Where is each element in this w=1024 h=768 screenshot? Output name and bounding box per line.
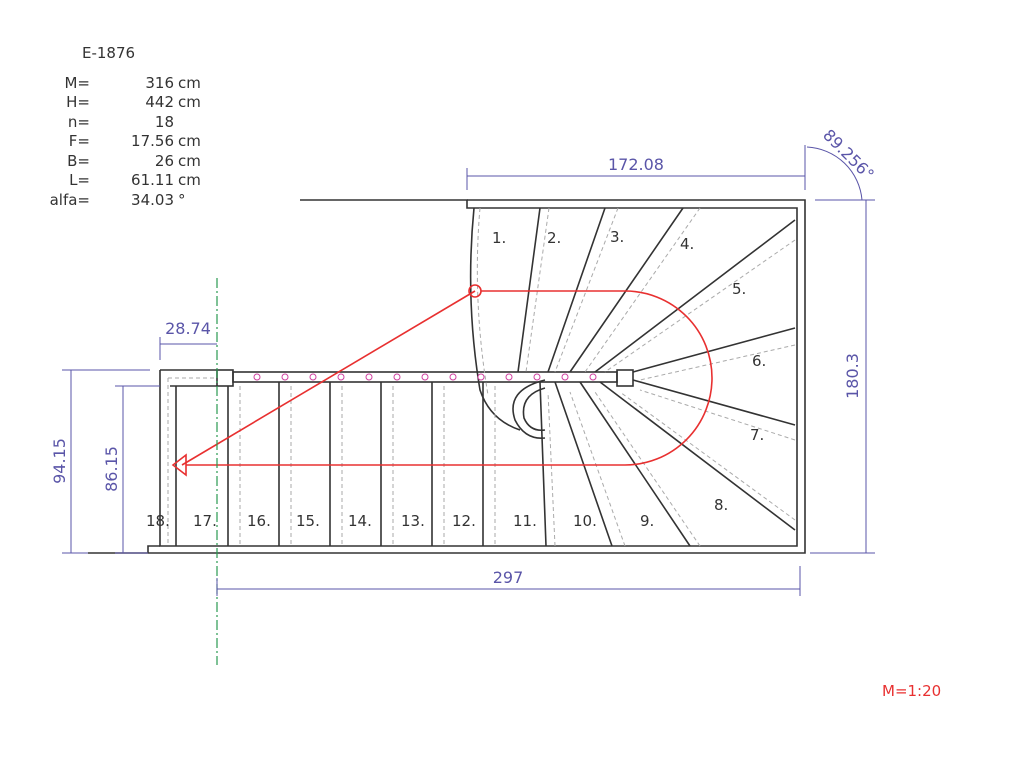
param-key: H=: [66, 93, 90, 111]
scale-label: M=1:20: [882, 682, 942, 700]
post-corner: [616, 369, 634, 387]
balusters: [253, 373, 597, 381]
step-number: 8.: [714, 496, 728, 514]
walkline: [171, 284, 713, 477]
param-unit: cm: [178, 73, 201, 92]
step-number: 11.: [513, 512, 537, 530]
param-unit: cm: [178, 171, 201, 189]
param-value: 316: [145, 73, 174, 92]
param-value: 17.56: [131, 132, 174, 150]
dim-bottom: 297: [493, 568, 524, 587]
baluster: [505, 373, 513, 381]
step-number: 15.: [296, 512, 320, 530]
post-start: [216, 369, 234, 387]
step-number: 5.: [732, 280, 746, 298]
param-key: alfa=: [49, 190, 90, 209]
step-number: 2.: [547, 229, 561, 247]
step-number: 7.: [750, 426, 764, 444]
hidden-lines: [167, 207, 796, 547]
step-number: 18.: [146, 512, 170, 530]
dimension-lines: [62, 145, 875, 596]
step-number: 10.: [573, 512, 597, 530]
baluster: [253, 373, 261, 381]
step-number: 4.: [680, 235, 694, 253]
dim-right: 180.3: [843, 353, 862, 399]
param-unit: cm: [178, 93, 201, 111]
param-unit: °: [178, 190, 186, 209]
baluster: [449, 373, 457, 381]
baluster: [281, 373, 289, 381]
param-unit: cm: [178, 151, 201, 170]
first-step-curve: [469, 207, 521, 431]
param-value: 34.03: [131, 190, 174, 209]
param-row: n= 18: [30, 113, 201, 133]
baluster: [393, 373, 401, 381]
baluster: [533, 373, 541, 381]
step-number: 14.: [348, 512, 372, 530]
param-unit: cm: [178, 132, 201, 150]
param-key: n=: [67, 112, 90, 131]
param-key: F=: [68, 132, 90, 150]
dim-left-inner: 86.15: [102, 446, 121, 492]
dim-left-outer: 94.15: [50, 438, 69, 484]
param-key: M=: [64, 73, 90, 92]
param-row: alfa= 34.03°: [30, 191, 201, 211]
step-number: 17.: [193, 512, 217, 530]
wall-inner: [159, 199, 798, 547]
step-number: 13.: [401, 512, 425, 530]
step-number: 3.: [610, 228, 624, 246]
baluster: [365, 373, 373, 381]
drawing-id: E-1876: [82, 44, 136, 62]
dim-angle: 89.256°: [819, 125, 878, 184]
param-key: L=: [69, 171, 90, 189]
param-value: 26: [154, 151, 174, 170]
param-key: B=: [67, 151, 90, 170]
baluster: [309, 373, 317, 381]
straight-treads: [227, 382, 484, 546]
baluster: [561, 373, 569, 381]
wall-outer: [88, 199, 806, 554]
param-value: 442: [145, 93, 174, 111]
param-value: 18: [154, 112, 174, 131]
baluster: [337, 373, 345, 381]
baluster: [589, 373, 597, 381]
baluster: [477, 373, 485, 381]
step-number: 6.: [752, 352, 766, 370]
volute: [512, 379, 546, 439]
landing-rail: [160, 369, 217, 387]
dim-landing: 28.74: [165, 319, 211, 338]
winder-treads: [517, 207, 796, 547]
step-numbers: 1. 2. 3. 4. 5. 6. 7. 8. 9. 10. 11. 12. 13. 14. 15. 16. 1…: [146, 228, 766, 530]
step-number: 1.: [492, 229, 506, 247]
baluster: [421, 373, 429, 381]
step-number: 16.: [247, 512, 271, 530]
step-number: 12.: [452, 512, 476, 530]
walls: [88, 199, 806, 554]
step-number: 9.: [640, 512, 654, 530]
walkline-arrow: [171, 453, 187, 477]
dim-top: 172.08: [608, 155, 664, 174]
param-value: 61.11: [131, 171, 174, 189]
